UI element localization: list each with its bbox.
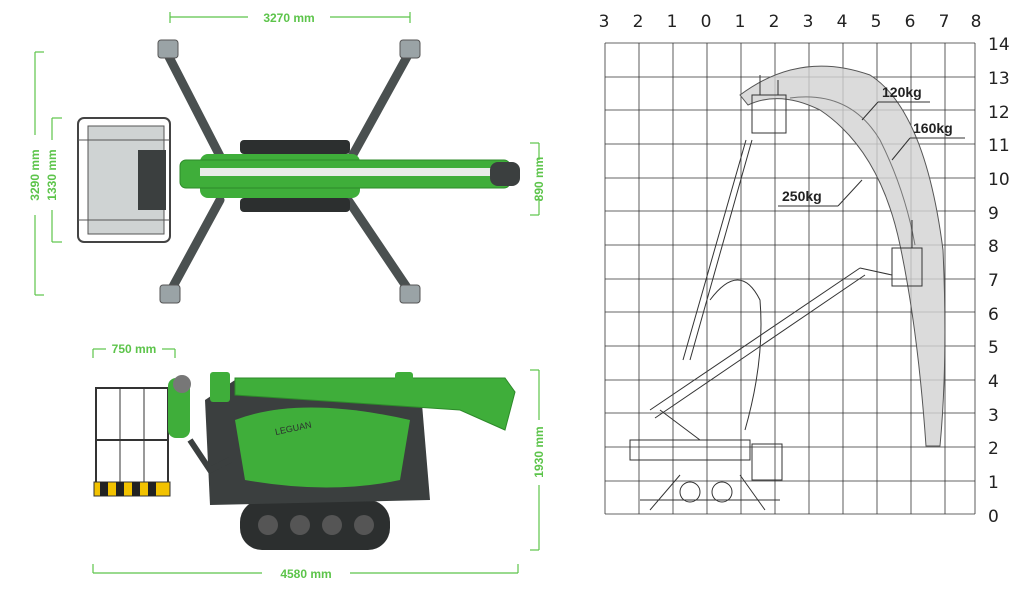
x-label-8: 5 [871,12,882,32]
track-top [240,140,350,154]
y-label-3: 3 [988,406,999,426]
dim-width: 3270 mm [169,11,411,25]
machine-stowed-position [629,409,783,511]
basket-top [77,117,171,243]
y-label-12: 12 [988,103,1010,123]
side-basket [93,375,191,497]
dim-side-height-label: 1930 mm [532,426,546,477]
y-label-0: 0 [988,507,999,527]
machine-vertical-position [682,75,787,431]
x-label-7: 4 [837,12,848,32]
envelope-inner-line [789,96,916,246]
x-label-5: 2 [769,12,780,32]
dim-length: 4580 mm [92,564,519,581]
load-250-text: 250kg [782,188,822,204]
side-track [240,500,390,550]
chart-grid [604,42,976,515]
machine-extended-position [649,220,923,419]
x-label-4: 1 [735,12,746,32]
x-axis-labels: 3 2 1 0 1 2 3 4 5 6 7 8 [599,12,982,32]
y-label-5: 5 [988,338,999,358]
dim-height-inner: 1330 mm [45,117,62,243]
load-160-text: 160kg [913,120,953,136]
reach-envelope [739,65,946,447]
y-label-10: 10 [988,170,1010,190]
y-label-7: 7 [988,271,999,291]
track-bottom [240,198,350,212]
track-rollers [258,515,374,535]
dim-side-height: 1930 mm [530,369,546,551]
x-label-9: 6 [905,12,916,32]
outrigger-feet [157,39,421,304]
y-label-8: 8 [988,237,999,257]
load-label-250: 250kg [778,179,863,207]
dim-height-inner-label: 1330 mm [45,149,59,200]
side-boom [234,377,516,431]
y-label-9: 9 [988,204,999,224]
y-label-2: 2 [988,439,999,459]
dim-basket: 750 mm [92,342,176,358]
dim-height-outer: 3290 mm [28,51,44,296]
x-label-0: 3 [599,12,610,32]
top-view: 3270 mm 3290 mm 1330 mm 890 mm [28,11,546,304]
dim-right: 890 mm [530,142,546,216]
dim-length-label: 4580 mm [280,567,331,581]
side-cover [235,407,410,488]
y-label-1: 1 [988,473,999,493]
dim-height-outer-label: 3290 mm [28,149,42,200]
boom-head [490,162,520,186]
y-axis-labels: 14 13 12 11 10 9 8 7 6 5 4 3 2 1 0 [988,35,1010,527]
y-label-11: 11 [988,136,1010,156]
y-label-4: 4 [988,372,999,392]
boom-top-inner [200,168,500,176]
x-label-10: 7 [939,12,950,32]
load-120-text: 120kg [882,84,922,100]
y-label-13: 13 [988,69,1010,89]
y-label-14: 14 [988,35,1010,55]
x-label-2: 1 [667,12,678,32]
x-label-6: 3 [803,12,814,32]
x-label-3: 0 [701,12,712,32]
outrigger-legs [163,50,415,297]
side-boom-cap [395,372,413,402]
dim-right-label: 890 mm [532,157,546,202]
load-label-120: 120kg [861,84,930,121]
dim-basket-label: 750 mm [112,342,157,356]
side-view: 750 mm 1930 mm 4580 mm LEGUAN [92,342,546,581]
side-boom-pivot [210,372,230,402]
x-label-1: 2 [633,12,644,32]
side-jib [187,438,232,474]
dim-width-label: 3270 mm [263,11,314,25]
load-label-160: 160kg [891,120,965,161]
work-chart: 3 2 1 0 1 2 3 4 5 6 7 8 14 13 12 11 10 9… [599,12,1010,527]
y-label-6: 6 [988,305,999,325]
x-label-11: 8 [971,12,982,32]
